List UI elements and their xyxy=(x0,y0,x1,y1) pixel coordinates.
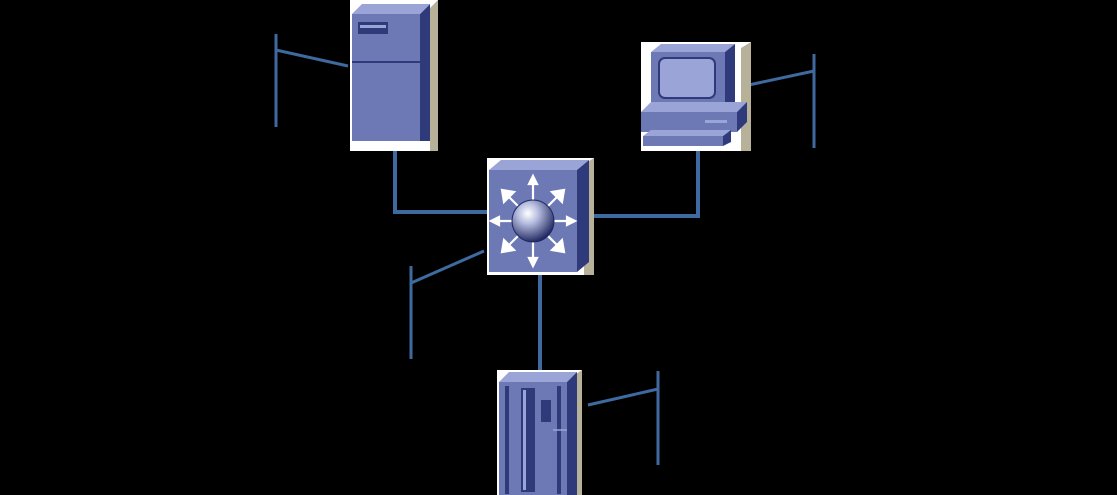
workstation-icon[interactable] xyxy=(641,42,751,151)
callout-workstation xyxy=(743,54,816,148)
switch-icon[interactable] xyxy=(487,158,594,275)
callout-switch xyxy=(409,249,485,359)
server-icon[interactable] xyxy=(350,0,438,151)
link-server-switch xyxy=(393,150,488,214)
mainframe-icon[interactable] xyxy=(497,370,582,495)
callout-server xyxy=(274,34,349,127)
link-workstation-switch xyxy=(594,150,700,218)
callout-mainframe xyxy=(587,371,660,465)
